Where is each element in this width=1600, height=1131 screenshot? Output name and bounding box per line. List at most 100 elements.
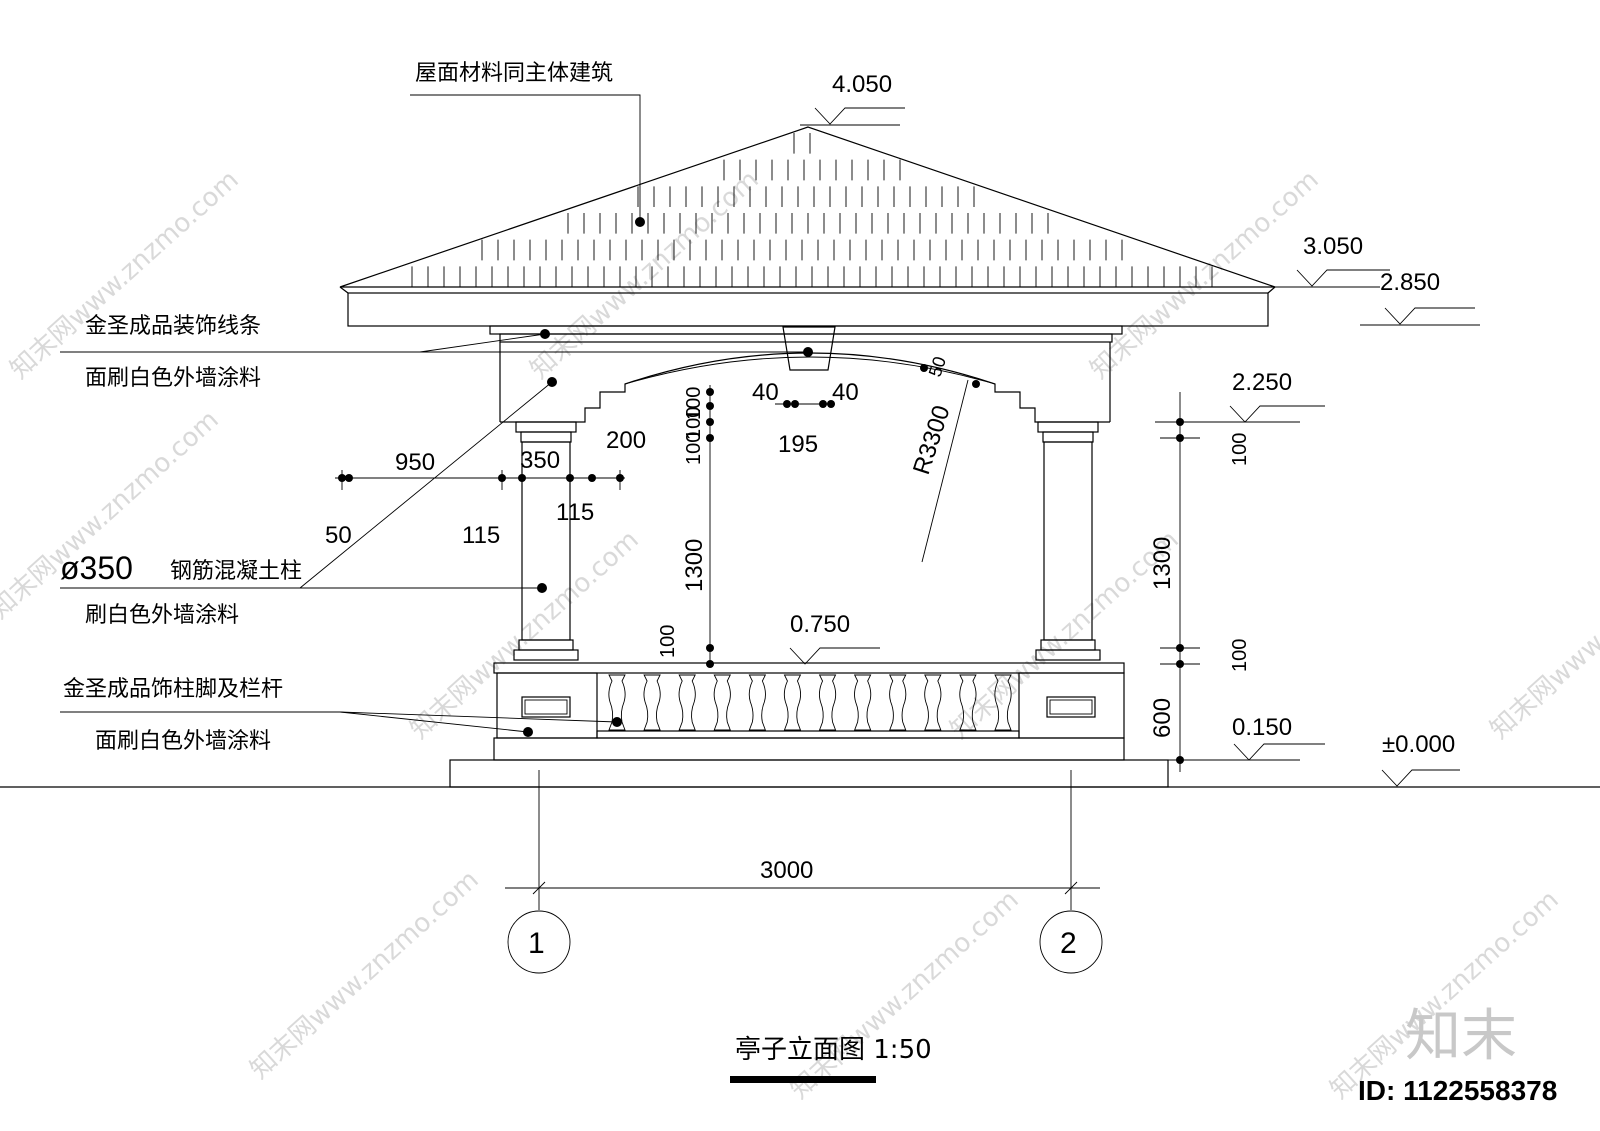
watermark: 知末网www.znzmo.com (1325, 885, 1565, 1105)
dim-dot (819, 400, 827, 408)
baluster (713, 674, 732, 731)
elev-symbol (789, 647, 880, 665)
dim-100-r2: 100 (1229, 639, 1251, 672)
elev-eave-low-value: 2.850 (1380, 269, 1440, 296)
grid-axes: 3000 1 2 (505, 770, 1103, 974)
elev-eave-low: 2.850 (1360, 269, 1480, 326)
elev-top: 4.050 (800, 71, 905, 126)
baluster (994, 674, 1012, 731)
dim-dot (1176, 660, 1184, 668)
column-capital (515, 421, 577, 433)
column-base (513, 649, 579, 661)
radius-line (921, 379, 969, 563)
eave-edge (1267, 286, 1276, 294)
dim-r3300: R3300 (908, 402, 956, 478)
elevation-markers: 4.050 3.050 2.850 2.250 0.750 0.150 (789, 71, 1480, 787)
watermark: 知末网www.znzmo.com (245, 865, 485, 1085)
elev-symbol (1229, 405, 1325, 423)
elev-base: 0.150 (1168, 714, 1325, 761)
dim-dot (791, 400, 799, 408)
elev-eave-value: 3.050 (1303, 233, 1363, 260)
column-base (1035, 649, 1101, 661)
elev-beam-value: 2.250 (1232, 369, 1292, 396)
axis-bubble-1 (507, 910, 571, 974)
watermark: 知末网www.znzmo.com (785, 885, 1025, 1105)
dim-200: 200 (606, 427, 646, 454)
roof-tiles (411, 133, 1213, 287)
baluster (678, 674, 696, 731)
dim-350: 350 (520, 447, 560, 474)
handrail (493, 662, 1125, 674)
elev-symbol (1381, 769, 1460, 787)
dim-50-arch: 50 (925, 354, 950, 379)
baluster (783, 674, 802, 731)
column-capital (1042, 431, 1094, 443)
dim-dot (706, 402, 714, 410)
baluster (888, 674, 907, 731)
note-trim2: 面刷白色外墙涂料 (85, 366, 261, 391)
dim-3000: 3000 (760, 857, 813, 884)
roof (339, 126, 1276, 327)
dim-dot (345, 474, 353, 482)
dim-950: 950 (395, 449, 435, 476)
axis-bubble-2 (1039, 910, 1103, 974)
dim-100-d: 100 (657, 625, 679, 658)
columns (513, 421, 1101, 661)
leader-roof (410, 94, 641, 222)
arch-frame (500, 352, 1110, 423)
baluster (643, 674, 661, 731)
note-trim1: 金圣成品装饰线条 (85, 314, 261, 339)
column-right (1035, 421, 1101, 661)
column-left (513, 421, 579, 661)
elev-base-value: 0.150 (1232, 714, 1292, 741)
column-capital (520, 431, 572, 443)
arch-intrados (624, 356, 996, 385)
watermark: 知末网www.znzmo.com (1485, 525, 1600, 745)
watermark: 知末网www.znzmo.com (1085, 165, 1325, 385)
dim-100-a: 100 (683, 387, 705, 420)
pedestal-panel (1046, 696, 1096, 718)
elev-beam: 2.250 (1155, 369, 1325, 423)
dim-195: 195 (778, 431, 818, 458)
note-roof: 屋面材料同主体建筑 (415, 61, 613, 86)
cornice-molding (499, 333, 1113, 343)
dim-dot (1176, 434, 1184, 442)
dim-dot (920, 364, 928, 372)
dim-40-left: 40 (752, 379, 779, 406)
dim-115-left: 115 (462, 522, 500, 549)
pedestal-panel-inner (524, 699, 568, 715)
baluster (608, 674, 626, 731)
roof-outline (339, 126, 1276, 288)
elev-eave: 3.050 (1275, 233, 1390, 288)
baluster (748, 674, 767, 731)
dim-100-r1: 100 (1229, 433, 1251, 466)
elev-ground-value: ±0.000 (1382, 731, 1455, 758)
baluster (959, 674, 977, 731)
leader-base2 (339, 711, 618, 723)
elev-ground: ±0.000 (1381, 731, 1460, 787)
dim-600: 600 (1149, 698, 1176, 738)
title-underline (730, 1076, 876, 1083)
image-id-label: ID: 1122558378 (1358, 1075, 1557, 1106)
dim-1300-left: 1300 (681, 539, 708, 592)
dim-dot (1176, 418, 1184, 426)
pedestal-right (1018, 672, 1125, 739)
baluster (924, 674, 942, 731)
leader-notes: 屋面材料同主体建筑 金圣成品装饰线条 面刷白色外墙涂料 ø350 钢筋混凝土柱 … (60, 61, 813, 754)
elev-floor-value: 0.750 (790, 611, 850, 638)
leader-dot (537, 583, 547, 593)
leader-dot (612, 717, 622, 727)
dim-dot (588, 474, 596, 482)
dim-100-b: 100 (683, 407, 705, 440)
tick (1064, 881, 1078, 895)
dim-1300-right: 1300 (1149, 537, 1176, 590)
drawing-title-block: 亭子立面图 1:50 (730, 1035, 932, 1083)
pedestal-panel (521, 696, 571, 718)
leader-dot (635, 217, 645, 227)
drawing-title: 亭子立面图 1:50 (735, 1035, 932, 1065)
baluster (853, 674, 872, 731)
note-base2: 面刷白色外墙涂料 (95, 729, 271, 754)
dim-40-right: 40 (832, 379, 859, 406)
elev-floor: 0.750 (789, 611, 880, 665)
